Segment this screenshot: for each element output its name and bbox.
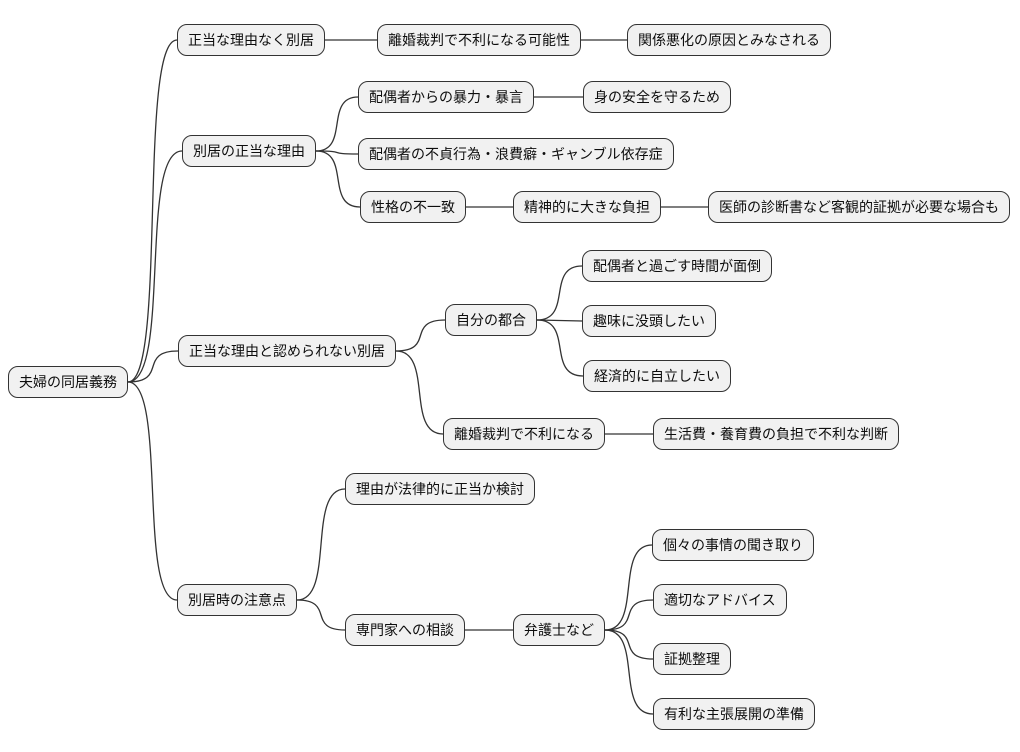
mindmap-node-n1a[interactable]: 離婚裁判で不利になる可能性 (377, 24, 581, 56)
connector-n3-n3a (395, 319, 446, 352)
mindmap-node-n4b1c[interactable]: 証拠整理 (653, 643, 731, 675)
mindmap-node-n2b[interactable]: 配偶者の不貞行為・浪費癖・ギャンブル依存症 (358, 138, 674, 170)
connector-n4b1-n4b1d (604, 629, 654, 715)
mindmap-node-n2[interactable]: 別居の正当な理由 (182, 135, 316, 167)
connector-n4-n4b (296, 599, 346, 631)
connector-root-n3 (127, 350, 179, 383)
mindmap-node-n2c1[interactable]: 精神的に大きな負担 (513, 191, 661, 223)
mindmap-node-n4[interactable]: 別居時の注意点 (177, 584, 297, 616)
connector-n3a-n3a2 (536, 319, 583, 322)
connector-n2-n2c (315, 150, 361, 208)
mindmap-node-n3[interactable]: 正当な理由と認められない別居 (178, 335, 396, 367)
mindmap-node-n4a[interactable]: 理由が法律的に正当か検討 (345, 473, 535, 505)
mindmap-node-root[interactable]: 夫婦の同居義務 (8, 366, 128, 398)
connector-n4b1-n4b1c (604, 629, 654, 660)
mindmap-node-n1[interactable]: 正当な理由なく別居 (177, 24, 325, 56)
connector-n4b1-n4b1b (604, 599, 654, 631)
mindmap-node-n3a2[interactable]: 趣味に没頭したい (582, 305, 716, 337)
mindmap-node-n2c[interactable]: 性格の不一致 (360, 191, 466, 223)
mindmap-node-n4b1[interactable]: 弁護士など (513, 614, 605, 646)
mindmap-node-n4b1b[interactable]: 適切なアドバイス (653, 584, 787, 616)
connector-n2-n2a (315, 96, 359, 152)
mindmap-node-n4b1d[interactable]: 有利な主張展開の準備 (653, 698, 815, 730)
mindmap-node-n4b[interactable]: 専門家への相談 (345, 614, 465, 646)
mindmap-node-n2a1[interactable]: 身の安全を守るため (583, 81, 731, 113)
mindmap-node-n2c2[interactable]: 医師の診断書など客観的証拠が必要な場合も (708, 191, 1010, 223)
connector-n3-n3b (395, 350, 444, 435)
connector-root-n4 (127, 381, 178, 601)
mindmap-node-n4b1a[interactable]: 個々の事情の聞き取り (652, 529, 814, 561)
connector-n3a-n3a1 (536, 265, 583, 321)
mindmap-node-n2a[interactable]: 配偶者からの暴力・暴言 (358, 81, 534, 113)
mindmap-node-n3a1[interactable]: 配偶者と過ごす時間が面倒 (582, 250, 773, 282)
connector-n2-n2b (315, 150, 359, 155)
connector-n3a-n3a3 (536, 319, 584, 377)
connector-root-n2 (127, 150, 183, 383)
connector-n4b1-n4b1a (604, 544, 653, 631)
mindmap-node-n3b[interactable]: 離婚裁判で不利になる (443, 418, 605, 450)
mindmap-node-n3b1[interactable]: 生活費・養育費の負担で不利な判断 (653, 418, 899, 450)
mindmap-node-n1b[interactable]: 関係悪化の原因とみなされる (627, 24, 831, 56)
connector-root-n1 (127, 39, 178, 383)
connector-n4-n4a (296, 488, 346, 601)
mindmap-node-n3a[interactable]: 自分の都合 (445, 304, 537, 336)
mindmap-node-n3a3[interactable]: 経済的に自立したい (583, 360, 731, 392)
